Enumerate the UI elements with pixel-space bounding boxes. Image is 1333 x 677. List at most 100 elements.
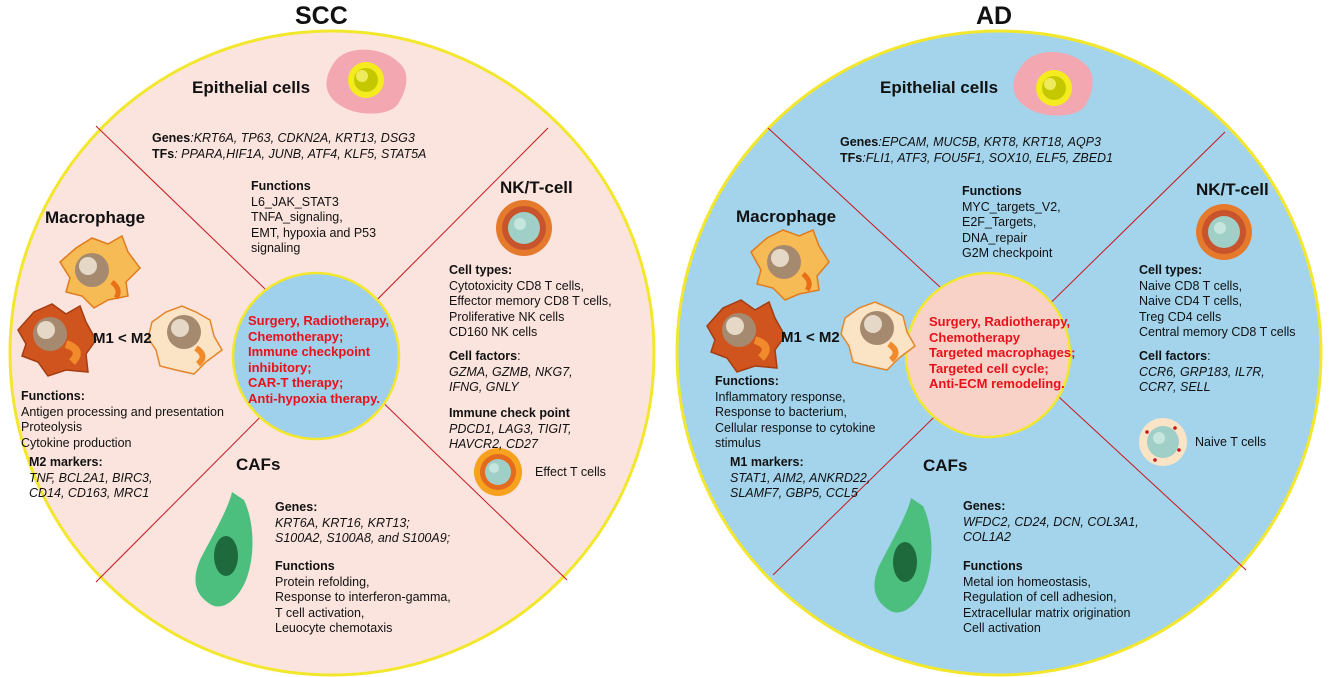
ad-nkt-cell-types: Cell types: Naive CD8 T cells, Naive CD4…	[1139, 263, 1296, 341]
scc-cafs-genes: Genes: KRT6A, KRT16, KRT13; S100A2, S100…	[275, 500, 450, 547]
ad-nkt-factor-item: CCR6, GRP183, IL7R,	[1139, 364, 1265, 379]
scc-therapy-item: Surgery, Radiotherapy,	[248, 313, 390, 328]
scc-nkt-factors-colon: :	[517, 349, 521, 363]
scc-therapy-list: Surgery, Radiotherapy, Chemotherapy; Imm…	[248, 313, 389, 407]
scc-nkt-factor-item: IFNG, GNLY	[449, 380, 519, 395]
scc-epithelial-function-item: EMT, hypoxia and P53	[251, 225, 377, 240]
scc-nkt-checkpoint-label: Immune check point	[449, 406, 570, 420]
scc-diagram-graphics	[8, 29, 656, 677]
scc-macrophage-function-item: Cytokine production	[21, 435, 132, 450]
scc-cafs-gene-item: KRT6A, KRT16, KRT13;	[275, 515, 410, 530]
scc-effect-t-cells-label: Effect T cells	[535, 465, 606, 479]
ad-cafs-functions-label: Functions	[963, 559, 1023, 573]
scc-epithelial-cell-icon	[326, 49, 407, 114]
scc-cafs-function-item: Protein refolding,	[275, 574, 370, 589]
ad-macrophage-marker-item: SLAMF7, GBP5, CCL5	[730, 486, 858, 501]
scc-panel: SCC Epithelial cells Genes:KRT6A, TP63, …	[0, 0, 666, 677]
scc-therapy-item: Immune checkpoint	[248, 344, 371, 360]
scc-tfs-list: : PPARA,HIF1A, JUNB, ATF4, KLF5, STAT5A	[174, 146, 427, 161]
ad-epithelial-cell-icon	[1013, 51, 1093, 116]
scc-macrophage-function-item: Antigen processing and presentation	[21, 404, 224, 419]
ad-epithelial-function-item: E2F_Targets,	[962, 215, 1037, 230]
ad-macrophage-icon-top	[750, 229, 830, 301]
ad-cafs-genes: Genes: WFDC2, CD24, DCN, COL3A1, COL1A2	[963, 499, 1139, 546]
scc-cafs-functions-label: Functions	[275, 559, 335, 573]
scc-inner-circle	[231, 271, 401, 441]
ad-cafs-functions: Functions Metal ion homeostasis, Regulat…	[963, 559, 1130, 637]
scc-nkt-cell-factors: Cell factors: GZMA, GZMB, NKG7, IFNG, GN…	[449, 349, 573, 396]
scc-therapy-item: Anti-hypoxia therapy.	[248, 390, 380, 406]
ad-epithelial-functions-label: Functions	[962, 184, 1022, 198]
scc-tfs-label: TFs	[152, 146, 175, 161]
scc-effect-t-cell-icon	[474, 448, 522, 496]
scc-epithelial-function-item: signaling	[251, 241, 301, 256]
ad-macrophage-function-item: Cellular response to cytokine	[715, 420, 876, 435]
ad-macrophage-function-item: Inflammatory response,	[715, 389, 846, 404]
ad-nkt-cell-factors: Cell factors: CCR6, GRP183, IL7R, CCR7, …	[1139, 349, 1265, 396]
scc-nkt-cell-type-item: CD160 NK cells	[449, 325, 538, 340]
scc-m1-m2-label: M1 < M2	[93, 330, 152, 347]
ad-cafs-function-item: Regulation of cell adhesion,	[963, 590, 1117, 605]
scc-epithelial-functions-label: Functions	[251, 179, 311, 193]
scc-nkt-cell-icon	[496, 200, 552, 256]
ad-epithelial-heading: Epithelial cells	[880, 78, 999, 97]
scc-macrophage-functions: Functions: Antigen processing and presen…	[21, 389, 224, 451]
ad-epithelial-genes-tfs: Genes:EPCAM, MUC5B, KRT8, KRT18, AQP3 TF…	[840, 135, 1113, 166]
ad-cafs-function-item: Metal ion homeostasis,	[963, 574, 1091, 589]
scc-macrophage-function-item: Proteolysis	[21, 420, 83, 435]
ad-therapy-item: Targeted cell cycle;	[929, 360, 1049, 376]
scc-caf-icon	[195, 492, 253, 607]
ad-epithelial-function-item: MYC_targets_V2,	[962, 199, 1061, 214]
scc-m1-macrophage-icon	[17, 303, 97, 377]
ad-inner-circle	[904, 271, 1072, 439]
scc-epithelial-genes-tfs: Genes:KRT6A, TP63, CDKN2A, KRT13, DSG3 T…	[152, 131, 426, 162]
ad-therapy-list: Surgery, Radiotherapy, Chemotherapy Targ…	[929, 314, 1075, 392]
ad-naive-t-cells-label: Naive T cells	[1195, 435, 1267, 449]
ad-nkt-factor-item: CCR7, SELL	[1139, 380, 1211, 395]
ad-naive-t-cell-icon	[1139, 418, 1187, 466]
scc-epithelial-functions: Functions L6_JAK_STAT3 TNFA_signaling, E…	[251, 179, 376, 257]
ad-epithelial-function-item: G2M checkpoint	[962, 246, 1053, 261]
ad-tfs-label: TFs	[840, 150, 863, 165]
scc-nkt-cell-types: Cell types: Cytotoxicity CD8 T cells, Ef…	[449, 263, 612, 341]
ad-macrophage-heading: Macrophage	[736, 207, 837, 226]
scc-cafs-genes-label: Genes:	[275, 500, 318, 514]
ad-therapy-item: Anti-ECM remodeling.	[929, 376, 1065, 392]
ad-nkt-cell-type-item: Central memory CD8 T cells	[1139, 325, 1296, 340]
ad-caf-icon	[874, 498, 932, 613]
ad-therapy-item: Surgery, Radiotherapy,	[929, 314, 1071, 329]
ad-tfs-list: :FLI1, ATF3, FOU5F1, SOX10, ELF5, ZBED1	[862, 150, 1114, 165]
scc-nkt-cell-type-item: Cytotoxicity CD8 T cells,	[449, 278, 584, 293]
scc-macrophage-marker-item: TNF, BCL2A1, BIRC3,	[29, 470, 153, 485]
ad-nkt-cell-types-label: Cell types:	[1139, 263, 1203, 277]
scc-nkt-checkpoint-item: PDCD1, LAG3, TIGIT,	[449, 421, 572, 436]
ad-nkt-heading: NK/T-cell	[1196, 180, 1269, 199]
ad-therapy-item: Targeted macrophages;	[929, 345, 1076, 361]
ad-cafs-heading: CAFs	[923, 456, 968, 475]
ad-nkt-cell-type-item: Naive CD8 T cells,	[1139, 278, 1243, 293]
ad-nkt-cell-icon	[1196, 204, 1252, 260]
scc-nkt-checkpoint-item: HAVCR2, CD27	[449, 437, 538, 452]
scc-macrophage-heading: Macrophage	[45, 208, 146, 227]
ad-nkt-cell-type-item: Naive CD4 T cells,	[1139, 294, 1243, 309]
ad-macrophage-function-item: Response to bacterium,	[715, 405, 848, 420]
scc-m2-macrophage-icon	[147, 305, 223, 375]
ad-macrophage-marker-item: STAT1, AIM2, ANKRD22,	[730, 470, 871, 485]
ad-epithelial-function-item: DNA_repair	[962, 230, 1028, 245]
scc-therapy-item: Chemotherapy;	[248, 328, 344, 344]
scc-macrophage-markers: M2 markers: TNF, BCL2A1, BIRC3, CD14, CD…	[29, 455, 152, 502]
scc-genes-list: :KRT6A, TP63, CDKN2A, KRT13, DSG3	[190, 131, 415, 145]
scc-cafs-function-item: T cell activation,	[275, 605, 365, 620]
ad-m1-macrophage-icon	[706, 299, 786, 373]
ad-cafs-gene-item: COL1A2	[963, 530, 1011, 545]
scc-therapy-item: inhibitory;	[248, 359, 312, 375]
ad-macrophage-function-item: stimulus	[715, 436, 761, 451]
ad-nkt-factors-label: Cell factors	[1139, 349, 1208, 363]
ad-cafs-function-item: Extracellular matrix origination	[963, 605, 1131, 620]
scc-nkt-cell-type-item: Effector memory CD8 T cells,	[449, 294, 612, 309]
ad-genes-list: :EPCAM, MUC5B, KRT8, KRT18, AQP3	[878, 135, 1101, 149]
scc-nkt-checkpoint: Immune check point PDCD1, LAG3, TIGIT, H…	[449, 406, 572, 453]
scc-therapy-item: CAR-T therapy;	[248, 375, 344, 391]
ad-epithelial-functions: Functions MYC_targets_V2, E2F_Targets, D…	[962, 184, 1061, 262]
scc-macrophage-markers-label: M2 markers:	[29, 455, 103, 469]
